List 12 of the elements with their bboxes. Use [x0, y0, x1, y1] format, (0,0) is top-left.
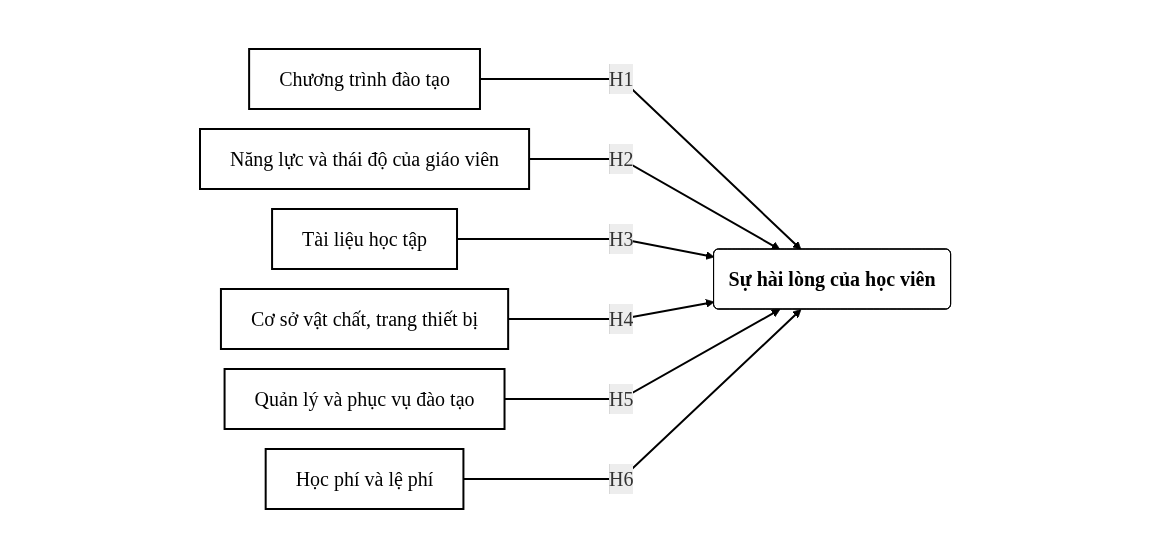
edge-label: H5 — [608, 388, 634, 410]
edge-label: H6 — [608, 468, 634, 490]
node-box: Chương trình đào tạo — [247, 48, 481, 110]
node-box: Quản lý và phục vụ đào tạo — [223, 368, 506, 430]
node-box: Học phí và lệ phí — [264, 448, 465, 510]
edge-label: H1 — [608, 68, 634, 90]
node-box: Năng lực và thái độ của giáo viên — [198, 128, 530, 190]
node-box: Tài liệu học tập — [270, 208, 458, 270]
edge-label: H3 — [608, 228, 634, 250]
edge-label: H2 — [608, 148, 634, 170]
edge-label: H4 — [608, 308, 634, 330]
node-box: Cơ sở vật chất, trang thiết bị — [219, 288, 509, 350]
